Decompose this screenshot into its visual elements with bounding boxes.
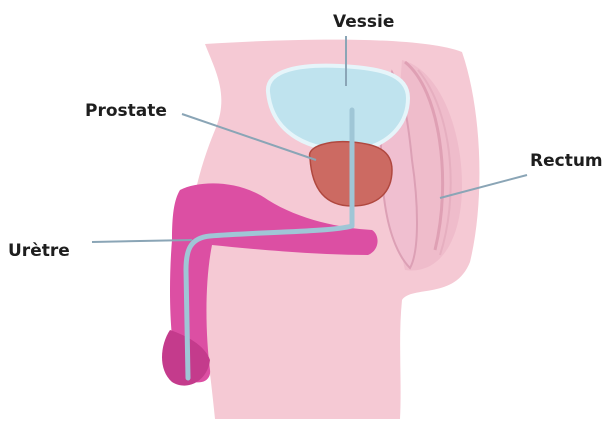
label-vessie: Vessie xyxy=(333,14,394,31)
label-uretre: Urètre xyxy=(8,243,70,260)
label-prostate: Prostate xyxy=(85,103,167,120)
label-rectum: Rectum xyxy=(530,153,603,170)
